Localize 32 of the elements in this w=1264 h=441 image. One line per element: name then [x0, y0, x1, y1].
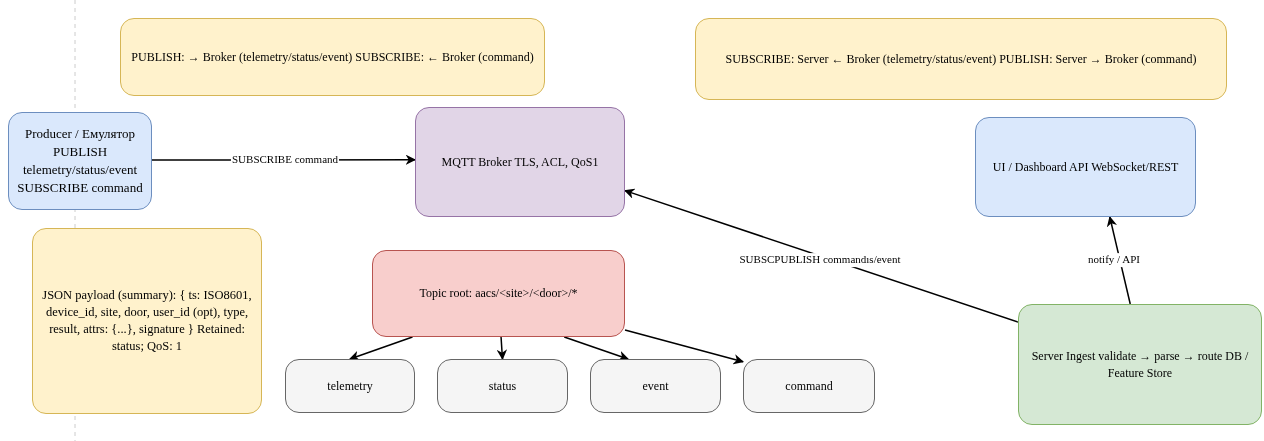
- arrow: [563, 336, 629, 361]
- node-text: SUBSCRIBE: Server ← Broker (telemetry/status/event) PUBLISH: Server → Broker (command): [725, 50, 1197, 68]
- node-text: telemetry: [327, 377, 373, 395]
- node-text: command: [785, 377, 833, 395]
- node-text: MQTT Broker TLS, ACL, QoS1: [441, 153, 599, 171]
- node-text: Producer / Емулятор PUBLISH telemetry/status/event SUBSCRIBE command: [17, 125, 143, 197]
- note-box: [32, 228, 262, 414]
- note-box: [695, 18, 1227, 100]
- node-text: Topic root: aacs/<site>/<door>/*: [419, 285, 578, 302]
- node-text: PUBLISH: → Broker (telemetry/status/event) SUBSCRIBE: ← Broker (command): [131, 48, 534, 66]
- node-text: Server Ingest validate → parse → route DB / Feature Store: [1030, 348, 1250, 381]
- process-box: [372, 250, 625, 337]
- note-box: [120, 18, 545, 96]
- process-box: [437, 359, 568, 413]
- arrow: [624, 188, 1019, 323]
- arrow: [496, 336, 508, 361]
- process-box: [8, 112, 152, 210]
- process-box: [975, 117, 1196, 217]
- edge-label: SUBSCPUBLISH commandıs/event: [738, 253, 902, 267]
- node-text: UI / Dashboard API WebSocket/REST: [992, 158, 1179, 176]
- process-box: [1018, 304, 1262, 425]
- process-box: [590, 359, 721, 413]
- node-text: status: [488, 377, 517, 395]
- node-text: event: [642, 377, 669, 395]
- process-box: [415, 107, 625, 217]
- edge-label: notify / API: [1087, 253, 1141, 267]
- arrow: [1106, 216, 1131, 305]
- arrow: [349, 336, 414, 361]
- arrow: [624, 329, 744, 365]
- node-text: JSON payload (summary): { ts: ISO8601, device_id, site, door, user_id (opt), type, result, attrs: {...}, signature } Retained: status; QoS: 1: [41, 286, 253, 356]
- process-box: [743, 359, 875, 413]
- process-box: [285, 359, 415, 413]
